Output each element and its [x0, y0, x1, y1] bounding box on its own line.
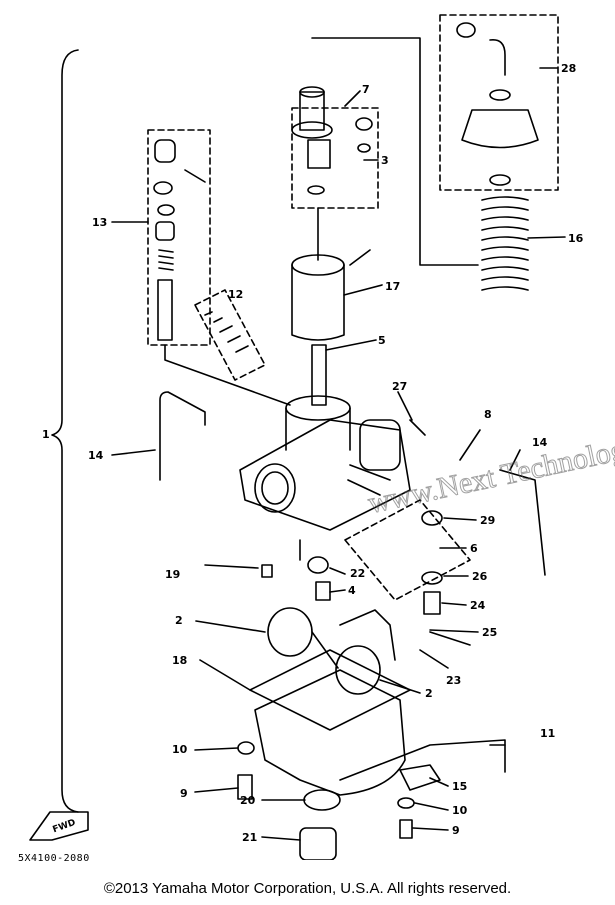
callout-4: 4	[348, 584, 356, 597]
callout-9: 9	[180, 787, 188, 800]
callout-24: 24	[470, 599, 486, 612]
carburetor-body	[239, 395, 411, 531]
fwd-arrow	[29, 811, 89, 841]
callout-25: 25	[482, 626, 497, 639]
group-box-12	[194, 289, 266, 381]
part-code: 5X4100-2080	[18, 853, 90, 864]
callout-1: 1	[42, 428, 50, 441]
callout-27: 27	[392, 380, 407, 393]
callout-5: 5	[378, 334, 386, 347]
part-2-floats	[267, 607, 381, 695]
callout-23: 23	[446, 674, 461, 687]
callout-19: 19	[165, 568, 180, 581]
callout-28: 28	[561, 62, 576, 75]
copyright-notice: ©2013 Yamaha Motor Corporation, U.S.A. A…	[103, 880, 512, 897]
callout-21: 21	[242, 831, 257, 844]
callout-3: 3	[381, 154, 389, 167]
part-18-gasket	[249, 649, 411, 731]
callout-13: 13	[92, 216, 107, 229]
callout-8: 8	[484, 408, 492, 421]
callout-7: 7	[362, 83, 370, 96]
callout-20: 20	[240, 794, 256, 807]
callout-26: 26	[472, 570, 488, 583]
group-box-3	[291, 107, 379, 209]
group-box-13	[147, 129, 211, 346]
group-box-6	[344, 499, 471, 601]
callout-10b: 10	[452, 804, 468, 817]
part-13-needle	[157, 279, 173, 341]
group-box-28	[439, 14, 559, 191]
part-14-hose	[159, 391, 206, 481]
callout-18: 18	[172, 654, 187, 667]
part-17-slide	[291, 264, 345, 341]
part-28-cap	[461, 109, 539, 149]
float-bowl	[254, 669, 406, 796]
callout-labels: 1 2 2 3 4 5 6 7 8 9 9 10 10 11 12 13 14 …	[42, 62, 584, 844]
fwd-label: FWD	[51, 818, 77, 835]
callout-14: 14	[88, 449, 104, 462]
callout-9b: 9	[452, 824, 460, 837]
callout-15: 15	[452, 780, 467, 793]
callout-12: 12	[228, 288, 243, 301]
callout-17: 17	[385, 280, 400, 293]
watermark-text: www.Next Technologies	[365, 426, 615, 520]
callout-10: 10	[172, 743, 188, 756]
part-7-cap	[291, 121, 333, 139]
callout-2: 2	[175, 614, 183, 627]
callout-2b: 2	[425, 687, 433, 700]
part-16-spring	[481, 196, 529, 291]
part-13-cap	[154, 139, 176, 163]
carburetor-exploded-diagram: www.Next Technologies 1 2 2 3 4 5 6 7 8 …	[29, 14, 615, 860]
callout-11: 11	[540, 727, 555, 740]
callout-6: 6	[470, 542, 478, 555]
callout-14b: 14	[532, 436, 548, 449]
callout-16: 16	[568, 232, 584, 245]
assembly-brace	[51, 49, 79, 813]
callout-22: 22	[350, 567, 365, 580]
callout-29: 29	[480, 514, 495, 527]
